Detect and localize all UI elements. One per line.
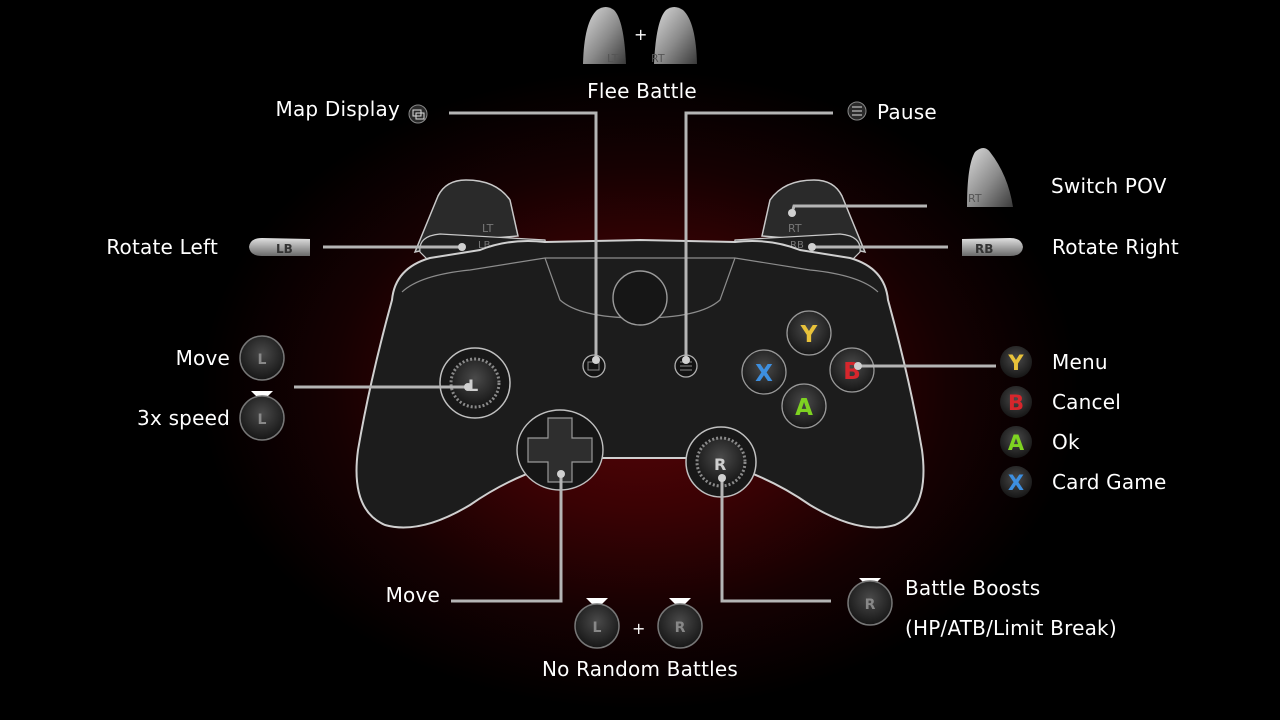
- svg-text:RB: RB: [975, 242, 993, 256]
- left-stick-icon: L: [239, 335, 285, 381]
- lb-bumper-icon: LB: [249, 238, 310, 256]
- lb-bumper-text: LB: [478, 240, 491, 251]
- rt-trigger-text: RT: [788, 222, 802, 235]
- svg-text:R: R: [675, 620, 686, 636]
- svg-text:A: A: [1008, 431, 1025, 455]
- lt-trigger-text: LT: [482, 222, 494, 235]
- battle-boosts-label: Battle Boosts: [905, 576, 1041, 600]
- y-button-icon: Y: [1000, 346, 1032, 378]
- svg-text:LT: LT: [607, 52, 619, 65]
- rb-bumper-text: RB: [790, 240, 804, 251]
- left-stick-text: L: [468, 376, 478, 395]
- rotate-right-label: Rotate Right: [1052, 235, 1179, 259]
- dpad: [527, 417, 593, 483]
- controller-body: LT RT LB RB L R Y: [355, 179, 925, 529]
- flee-battle-label: Flee Battle: [587, 79, 697, 103]
- switch-pov-label: Switch POV: [1051, 174, 1167, 198]
- svg-text:X: X: [755, 361, 773, 387]
- right-stick-press-icon: R: [847, 578, 893, 626]
- a-face-button: A: [781, 383, 827, 429]
- x-face-button: X: [741, 349, 787, 395]
- menu-button-icon: [847, 101, 867, 121]
- l-press-icon: L: [574, 598, 620, 649]
- b-button-icon: B: [1000, 386, 1032, 418]
- svg-text:Y: Y: [1007, 351, 1024, 375]
- view-button-icon: [408, 104, 428, 124]
- svg-text:L: L: [258, 352, 267, 368]
- map-display-label: Map Display: [275, 97, 400, 121]
- r-press-icon: R: [657, 598, 703, 649]
- svg-text:LB: LB: [276, 242, 293, 256]
- move-stick-label: Move: [175, 346, 230, 370]
- menu-label: Menu: [1052, 350, 1108, 374]
- b-face-button: B: [829, 347, 875, 393]
- pause-label: Pause: [877, 100, 937, 124]
- a-button-icon: A: [1000, 426, 1032, 458]
- svg-text:Y: Y: [800, 322, 818, 348]
- card-game-label: Card Game: [1052, 470, 1167, 494]
- left-stick-press-icon: L: [239, 391, 285, 441]
- svg-text:R: R: [865, 597, 876, 613]
- lt-trigger-icon: LT: [583, 7, 626, 65]
- svg-text:RT: RT: [968, 192, 982, 205]
- rotate-left-label: Rotate Left: [106, 235, 218, 259]
- right-stick-text: R: [714, 455, 726, 474]
- speed-label: 3x speed: [137, 406, 230, 430]
- svg-text:B: B: [1008, 391, 1024, 415]
- rt-trigger-icon: RT: [651, 7, 697, 65]
- flee-plus: +: [634, 25, 647, 44]
- rb-bumper-icon: RB: [962, 238, 1023, 256]
- callout-lines: [294, 111, 996, 603]
- svg-text:L: L: [258, 412, 267, 428]
- controller-shell: [355, 238, 925, 529]
- svg-text:A: A: [795, 395, 813, 421]
- move-dpad-label: Move: [385, 583, 440, 607]
- svg-text:RT: RT: [651, 52, 665, 65]
- cancel-label: Cancel: [1052, 390, 1121, 414]
- ok-label: Ok: [1052, 430, 1080, 454]
- x-button-icon: X: [1000, 466, 1032, 498]
- guide-button: [612, 270, 668, 326]
- no-random-battles-label: No Random Battles: [541, 657, 739, 681]
- svg-text:X: X: [1008, 471, 1024, 495]
- battle-boosts-detail-label: (HP/ATB/Limit Break): [905, 616, 1117, 640]
- svg-text:L: L: [593, 620, 602, 636]
- rt-switch-pov-icon: RT: [967, 148, 1013, 207]
- y-face-button: Y: [786, 310, 832, 356]
- random-battles-plus: +: [632, 619, 645, 638]
